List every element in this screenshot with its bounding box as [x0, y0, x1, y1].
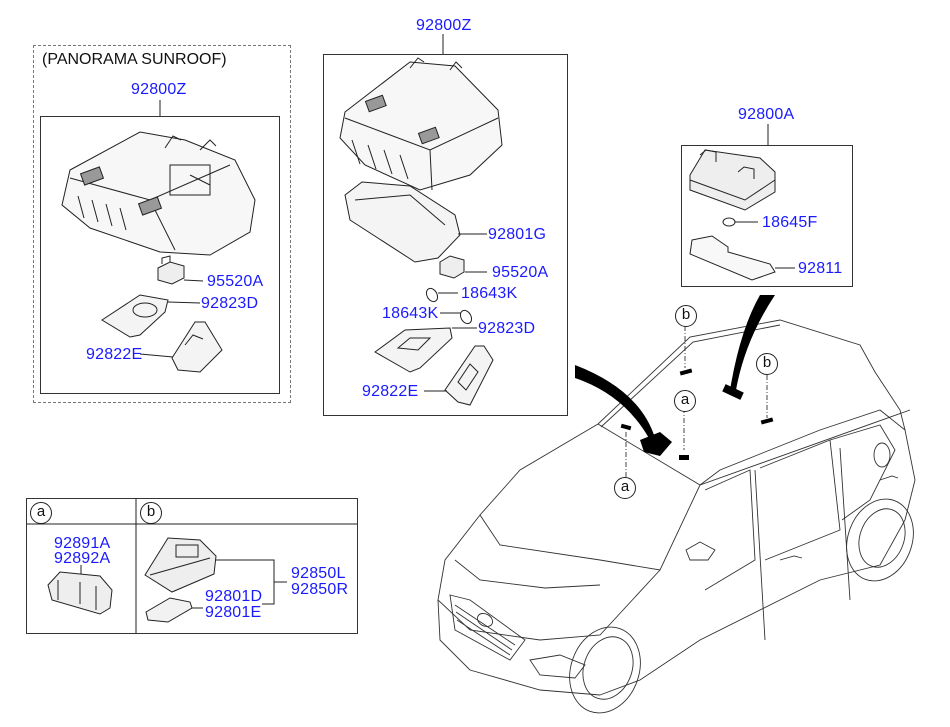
cover-92822e-illustration: [139, 321, 223, 373]
rear-assembly-box: [681, 145, 853, 287]
lens-92823d-illustration: [101, 294, 201, 338]
part-number-18643k[interactable]: 18643K: [382, 305, 439, 322]
overhead-console-illustration: [339, 57, 503, 191]
lens-92811-illustration: [689, 235, 795, 281]
switch-95520a-illustration: [439, 255, 487, 279]
switch-95520a-illustration: [157, 255, 204, 285]
part-number-92891a[interactable]: 92891A: [54, 535, 111, 552]
bulb-18643k-illustration: [440, 309, 473, 325]
part-number-18643k[interactable]: 18643K: [461, 285, 518, 302]
part-number-92822e[interactable]: 92822E: [86, 346, 143, 363]
panorama-sunroof-group: [33, 45, 291, 403]
center-assembly-box: [323, 54, 568, 416]
bulb-18643k-illustration: [425, 287, 458, 303]
part-number-92801d[interactable]: 92801D: [205, 588, 263, 605]
vehicle-illustration: [437, 295, 916, 714]
part-number-92823d[interactable]: 92823D: [478, 320, 536, 337]
lamp-92850l-illustration: [144, 537, 217, 593]
part-number-92850r[interactable]: 92850R: [291, 581, 349, 598]
part-number-92801g[interactable]: 92801G: [488, 226, 547, 243]
part-number-92823d[interactable]: 92823D: [201, 295, 259, 312]
part-number-92822e[interactable]: 92822E: [362, 383, 419, 400]
lamp-location: [640, 432, 672, 456]
lens-92823d-illustration: [374, 327, 477, 373]
location-arrow: [730, 295, 775, 390]
part-number-95520a[interactable]: 95520A: [492, 264, 549, 281]
panorama-sunroof-note: (PANORAMA SUNROOF): [42, 51, 227, 68]
lamp-location: [620, 423, 632, 431]
part-number-92892a[interactable]: 92892A: [54, 550, 111, 567]
map-lamp-92800a-illustration: [689, 149, 776, 211]
part-number-92800a[interactable]: 92800A: [738, 106, 795, 123]
lamp-location: [679, 455, 689, 460]
part-number-92801e[interactable]: 92801E: [205, 604, 262, 621]
overhead-console-panorama-illustration: [61, 131, 256, 256]
vehicle-marker-b: b: [675, 305, 697, 327]
part-number-95520a[interactable]: 95520A: [207, 273, 264, 290]
vehicle-marker-a: a: [614, 477, 636, 499]
bulb-18645f-illustration: [722, 217, 758, 227]
legend-marker-a: a: [30, 502, 52, 524]
part-number-92811[interactable]: 92811: [798, 260, 843, 277]
location-arrow: [575, 365, 655, 440]
vehicle-marker-b: b: [756, 353, 778, 375]
vehicle-marker-a: a: [674, 390, 696, 412]
panorama-assembly-box: [40, 116, 280, 394]
part-number-18645f[interactable]: 18645F: [762, 214, 818, 231]
legend-marker-b: b: [140, 502, 162, 524]
lamp-location: [760, 417, 774, 425]
cover-92822e-illustration: [424, 345, 494, 406]
lamp-location: [679, 368, 693, 376]
part-number-92800z[interactable]: 92800Z: [416, 17, 472, 34]
legend-table: [26, 498, 358, 634]
part-number-92850l[interactable]: 92850L: [291, 565, 346, 582]
lens-92801d-illustration: [145, 597, 203, 623]
lamp-92891a-illustration: [47, 565, 113, 615]
lamp-location: [722, 384, 744, 400]
part-number-92800z[interactable]: 92800Z: [131, 81, 187, 98]
bezel-92801g-illustration: [344, 181, 487, 263]
